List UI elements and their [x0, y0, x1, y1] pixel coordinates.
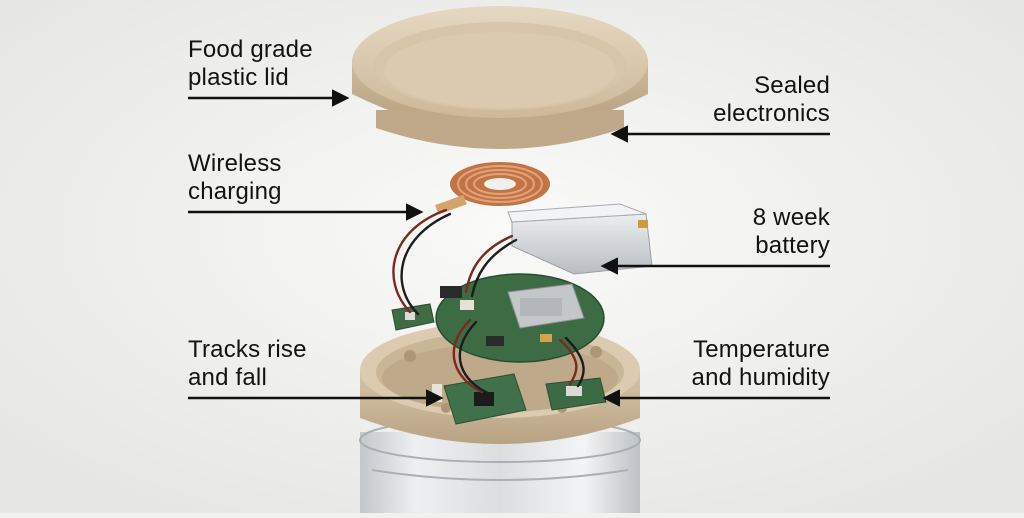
label-lid-line1: Food grade: [188, 36, 313, 63]
label-sealed-line2: electronics: [713, 100, 830, 127]
label-sealed-electronics: Sealed electronics: [713, 72, 830, 128]
label-tracks-rise-fall: Tracks rise and fall: [188, 336, 307, 392]
label-temperature-line2: and humidity: [691, 364, 830, 391]
label-temperature-humidity: Temperature and humidity: [692, 336, 830, 392]
label-temperature-line1: Temperature: [693, 336, 830, 363]
label-lid: Food grade plastic lid: [188, 36, 313, 92]
label-sealed-line1: Sealed: [754, 72, 830, 99]
wireless-charging-coil: [435, 162, 550, 215]
label-wireless-line1: Wireless: [188, 150, 282, 177]
label-battery: 8 week battery: [753, 204, 830, 260]
label-lid-line2: plastic lid: [188, 64, 289, 91]
pressure-sensor-board: [432, 373, 527, 425]
main-pcb: [435, 273, 605, 363]
label-wireless-charging: Wireless charging: [188, 150, 282, 206]
label-wireless-line2: charging: [188, 178, 282, 205]
lid: [352, 6, 648, 149]
label-battery-line2: battery: [755, 232, 830, 259]
arrows: [188, 89, 830, 407]
wires: [392, 208, 585, 396]
label-tracks-line1: Tracks rise: [188, 336, 307, 363]
small-sensor-left: [391, 303, 435, 331]
label-battery-line1: 8 week: [752, 204, 830, 231]
label-tracks-line2: and fall: [188, 364, 267, 391]
